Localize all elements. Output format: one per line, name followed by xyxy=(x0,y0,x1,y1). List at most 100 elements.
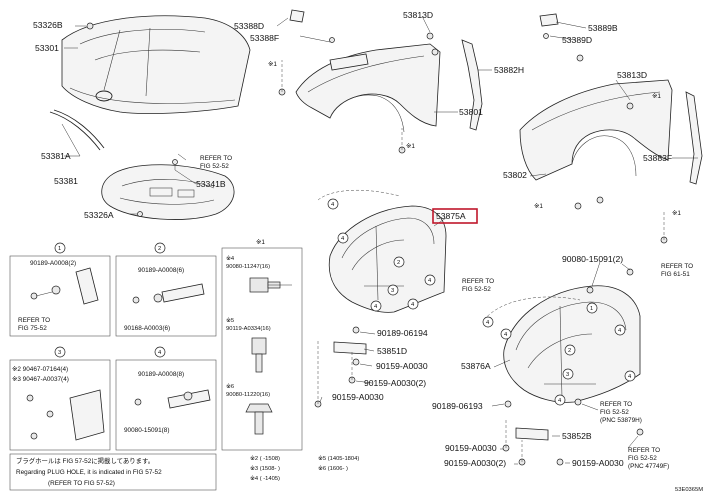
label-90159-A0030-b: 90159-A0030(2) xyxy=(364,378,426,388)
box3-part-a: ※2 90467-07164(4) xyxy=(12,366,68,373)
label-53889B: 53889B xyxy=(588,23,618,33)
callout-4: 4 xyxy=(407,298,419,310)
bolt-icon xyxy=(576,54,584,62)
svg-text:4: 4 xyxy=(158,350,162,356)
refer-to-label[interactable]: REFER TO xyxy=(661,263,693,270)
hood-insulator xyxy=(101,164,235,220)
svg-text:4: 4 xyxy=(411,302,415,308)
label-90159-A0030-a: 90159-A0030 xyxy=(376,361,428,371)
legend-r1c2: ※5 (1405-1804) xyxy=(318,455,359,462)
box5-part-a: 90080-11247(16) xyxy=(226,264,270,270)
bolt-icon xyxy=(556,458,564,466)
svg-text:4: 4 xyxy=(374,304,378,310)
clip-icon xyxy=(329,37,335,43)
refer-fig-label[interactable]: FIG 52-52 xyxy=(628,455,657,462)
clip-icon xyxy=(172,159,178,165)
label-90080-15091-2: 90080-15091(2) xyxy=(562,254,623,264)
box2-part-a: 90189-A0008(6) xyxy=(138,267,184,274)
label-53882H: 53882H xyxy=(494,65,524,75)
legend-r3c1: ※4 ( -1405) xyxy=(250,475,280,482)
detail-box-4: 4 90189-A0008(8) 90080-15091(8) xyxy=(115,346,217,451)
bolt-icon xyxy=(574,398,582,406)
callout-4: 4 xyxy=(327,198,339,210)
star1-mark: ※1 xyxy=(672,210,681,217)
refer-fig-label[interactable]: FIG 52-52 xyxy=(600,409,629,416)
refer-fig-label[interactable]: FIG 61-51 xyxy=(661,271,690,278)
label-90189-06193: 90189-06193 xyxy=(432,401,483,411)
fender-seal-F xyxy=(685,91,703,185)
highlight-53875A-box[interactable] xyxy=(432,208,478,224)
svg-text:4: 4 xyxy=(504,332,508,338)
svg-text:2: 2 xyxy=(397,260,400,266)
fender-bracket-B xyxy=(539,13,559,27)
label-53883F: 53883F xyxy=(643,153,672,163)
star1-mark: ※1 xyxy=(268,61,277,68)
label-53813D-left: 53813D xyxy=(403,10,433,20)
refer-to-label[interactable]: REFER TO xyxy=(462,278,494,285)
label-53388F: 53388F xyxy=(250,33,279,43)
callout-4: 4 xyxy=(500,328,512,340)
svg-text:4: 4 xyxy=(428,278,432,284)
note-line-2: Regarding PLUG HOLE, it is indicated in … xyxy=(16,469,162,476)
svg-text:3: 3 xyxy=(391,288,394,294)
label-90159-A0030-e: 90159-A0030(2) xyxy=(444,458,506,468)
clip-icon xyxy=(543,33,549,39)
callout-4: 4 xyxy=(424,274,436,286)
box4-part-b: 90080-15091(8) xyxy=(124,427,169,434)
hood-weatherstrip xyxy=(49,109,105,151)
box3-part-b: ※3 90467-A0037(4) xyxy=(12,376,69,383)
box5-part-c: 90080-11220(16) xyxy=(226,392,270,398)
callout-4: 4 xyxy=(370,300,382,312)
callout-3: 3 xyxy=(562,368,574,380)
bolt-icon xyxy=(574,202,582,210)
label-53341B: 53341B xyxy=(196,179,226,189)
bolt-icon xyxy=(596,196,604,204)
callout-2: 2 xyxy=(564,344,576,356)
refer-fig-label[interactable]: FIG 52-52 xyxy=(462,286,491,293)
detail-box-star1: ※1 ※4 90080-11247(16) ※5 90119-A0334(16)… xyxy=(221,239,303,451)
bolt-icon xyxy=(426,32,434,40)
bolt-icon xyxy=(626,102,634,110)
hood-bumper-clip xyxy=(86,22,94,30)
box5-head: ※1 xyxy=(256,239,265,246)
detail-box-2: 2 90189-A0008(6) 90168-A0003(6) xyxy=(115,242,217,337)
label-90159-A0030-f: 90159-A0030 xyxy=(572,458,624,468)
refer-pnc-label: (PNC 47749F) xyxy=(628,463,669,470)
svg-text:4: 4 xyxy=(486,320,490,326)
svg-text:※5: ※5 xyxy=(226,317,234,324)
svg-text:3: 3 xyxy=(58,350,61,356)
refer-fig-label[interactable]: FIG 75-52 xyxy=(18,325,47,332)
fender-liner-right-part xyxy=(503,285,641,403)
refer-to-label[interactable]: REFER TO xyxy=(18,317,50,324)
svg-text:2: 2 xyxy=(568,348,571,354)
legend-r1c1: ※2 ( -1508) xyxy=(250,455,280,462)
refer-fig-label[interactable]: FIG 52-52 xyxy=(200,163,229,170)
refer-to-label[interactable]: REFER TO xyxy=(200,155,232,162)
label-53851D: 53851D xyxy=(377,346,407,356)
fender-liner-left-part xyxy=(328,205,447,313)
star1-mark: ※1 xyxy=(534,203,543,210)
refer-to-label[interactable]: REFER TO xyxy=(600,401,632,408)
label-90159-A0030-d: 90159-A0030 xyxy=(445,443,497,453)
label-53381A: 53381A xyxy=(41,151,71,161)
label-53389D: 53389D xyxy=(562,35,592,45)
svg-text:1: 1 xyxy=(58,246,61,252)
detail-box-3: 3 ※2 90467-07164(4) ※3 90467-A0037(4) xyxy=(9,346,111,451)
callout-4: 4 xyxy=(482,316,494,328)
svg-text:2: 2 xyxy=(158,246,161,252)
label-53875A[interactable]: 53875A xyxy=(436,211,466,221)
clip-icon xyxy=(137,211,143,217)
star1-mark: ※1 xyxy=(406,143,415,150)
refer-to-label[interactable]: REFER TO xyxy=(628,447,660,454)
label-53852B: 53852B xyxy=(562,431,592,441)
svg-text:4: 4 xyxy=(331,202,335,208)
svg-text:4: 4 xyxy=(341,236,345,242)
svg-text:3: 3 xyxy=(566,372,569,378)
clip-icon xyxy=(504,400,512,408)
box5-part-b: 90119-A0334(16) xyxy=(226,326,271,332)
label-53388D: 53388D xyxy=(234,21,264,31)
callout-4: 4 xyxy=(624,370,636,382)
clip-icon xyxy=(586,286,594,294)
legend-r2c1: ※3 (1508- ) xyxy=(250,465,280,472)
liner-bracket-B xyxy=(515,427,549,441)
